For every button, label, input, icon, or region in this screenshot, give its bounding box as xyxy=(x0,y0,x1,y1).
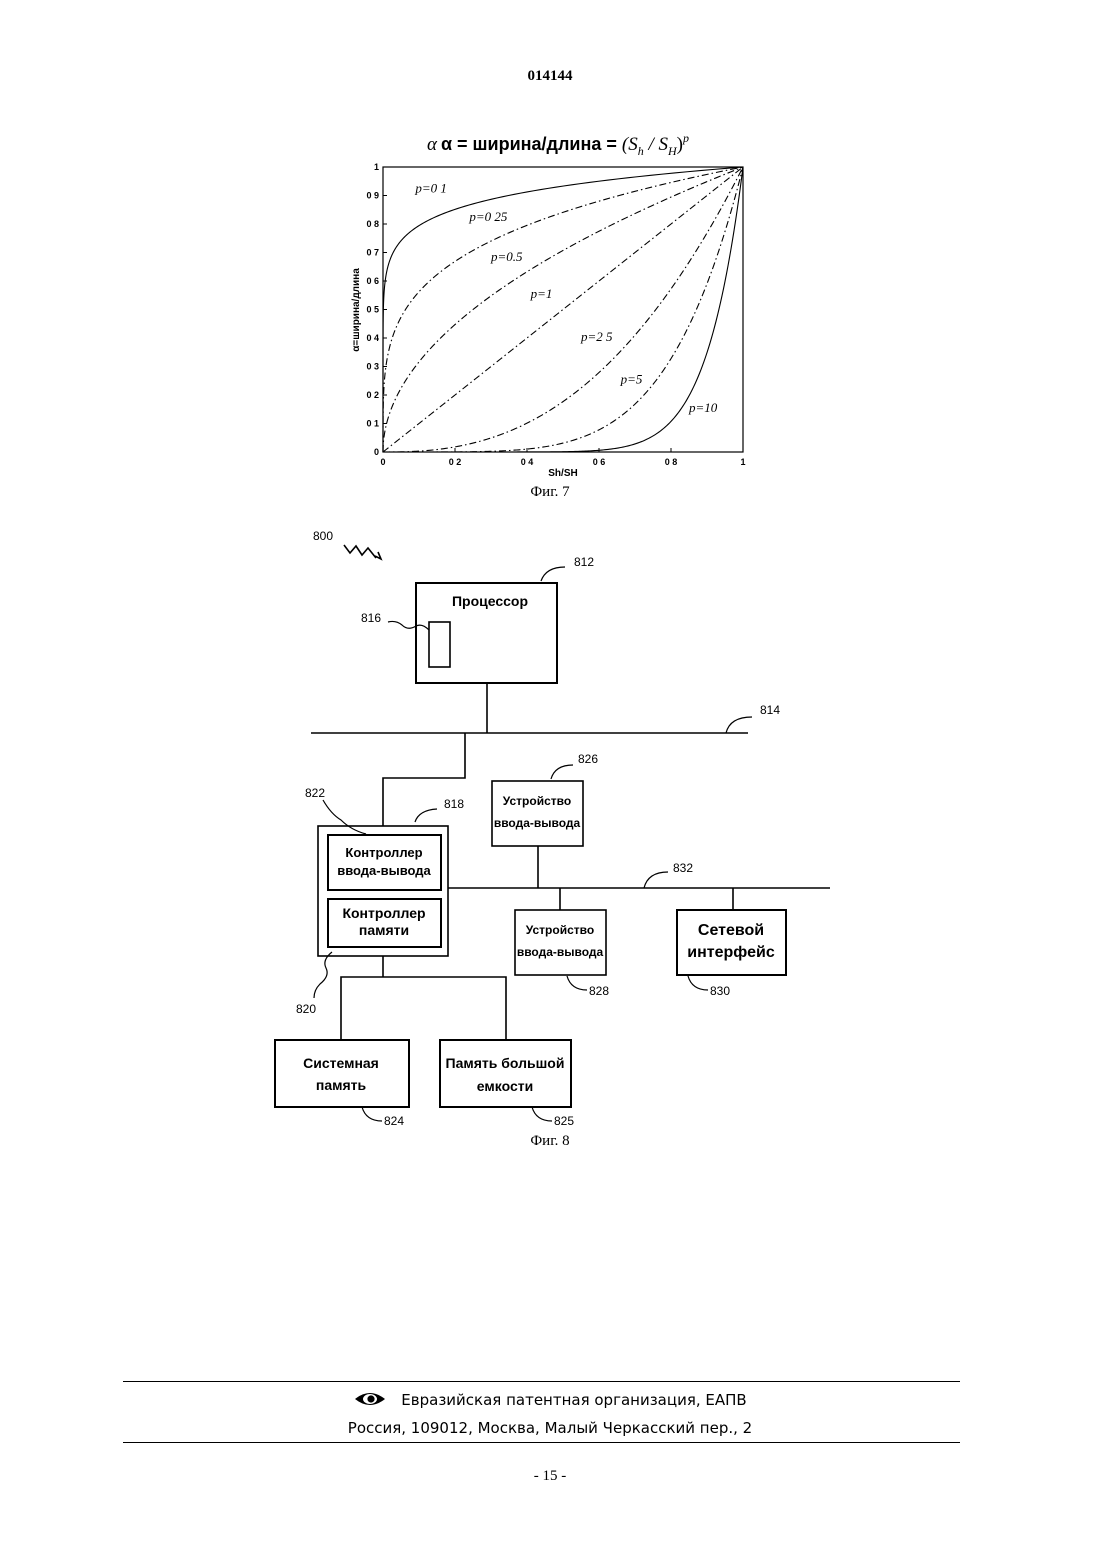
figure-7-caption: Фиг. 7 xyxy=(0,484,1100,501)
io-controller-label-2: ввода-вывода xyxy=(337,863,431,878)
leader-822 xyxy=(323,800,366,834)
y-tick-label: 0 1 xyxy=(366,419,379,429)
curve-label: p=10 xyxy=(688,400,718,415)
y-tick-label: 0 2 xyxy=(366,390,379,400)
memory-split-link xyxy=(341,977,506,1040)
processor-label: Процессор xyxy=(452,593,528,609)
leader-818 xyxy=(415,809,437,822)
figure-8-caption: Фиг. 8 xyxy=(0,1133,1100,1150)
ref-828: 828 xyxy=(589,984,609,998)
io-device-top-label-1: Устройство xyxy=(503,794,571,808)
ref-800-arrow xyxy=(344,545,376,558)
y-tick-label: 0 4 xyxy=(366,333,379,343)
y-tick-label: 0 8 xyxy=(366,219,379,229)
y-tick-label: 0 xyxy=(374,447,379,457)
ref-822: 822 xyxy=(305,786,325,800)
ref-816: 816 xyxy=(361,611,381,625)
ref-814: 814 xyxy=(760,703,780,717)
leader-832 xyxy=(644,872,668,888)
curve-label: p=1 xyxy=(530,286,553,301)
y-tick-label: 0 5 xyxy=(366,305,379,315)
organization-name: Евразийская патентная организация, ЕАПВ xyxy=(401,1391,746,1409)
leader-828 xyxy=(567,976,587,990)
curve-label: p=5 xyxy=(620,372,643,387)
io-controller-label-1: Контроллер xyxy=(345,845,422,860)
ref-818: 818 xyxy=(444,797,464,811)
io-device-bottom-block xyxy=(515,910,606,975)
io-device-bottom-label-1: Устройство xyxy=(526,923,594,937)
system-memory-label-2: память xyxy=(316,1077,367,1093)
network-interface-block xyxy=(677,910,786,975)
y-tick-label: 0 7 xyxy=(366,248,379,258)
leader-825 xyxy=(532,1107,552,1121)
ref-825: 825 xyxy=(554,1114,574,1128)
footer-top-rule xyxy=(123,1381,960,1382)
figure-8-diagram: 800 812 816 814 826 822 818 832 820 828 … xyxy=(0,510,1100,1130)
ref-800: 800 xyxy=(313,529,333,543)
leader-820 xyxy=(314,952,332,998)
ref-824: 824 xyxy=(384,1114,404,1128)
y-tick-label: 1 xyxy=(374,162,379,172)
x-axis-ticks: 0 0 2 0 4 0 6 0 8 1 xyxy=(380,448,745,467)
cache-block xyxy=(429,622,450,667)
curve-labels: p=0 1 p=0 25 p=0.5 p=1 p=2 5 p=5 p=10 xyxy=(414,181,717,415)
y-tick-label: 0 6 xyxy=(366,276,379,286)
ref-832: 832 xyxy=(673,861,693,875)
footer-address: Россия, 109012, Москва, Малый Черкасский… xyxy=(0,1419,1100,1437)
mass-storage-label-1: Память большой xyxy=(446,1055,565,1071)
leader-830 xyxy=(688,976,708,990)
x-tick-label: 0 4 xyxy=(521,457,534,467)
chart-title-prefix: α = ширина/длина = xyxy=(441,134,622,154)
network-interface-label-2: интерфейс xyxy=(687,944,775,961)
document-number: 014144 xyxy=(0,68,1100,85)
y-tick-label: 0 3 xyxy=(366,362,379,372)
network-interface-label-1: Сетевой xyxy=(698,922,764,939)
memory-controller-label-2: памяти xyxy=(359,922,409,938)
ref-820: 820 xyxy=(296,1002,316,1016)
leader-826 xyxy=(551,765,573,779)
x-tick-label: 0 xyxy=(380,457,385,467)
x-tick-label: 0 8 xyxy=(665,457,678,467)
mass-storage-block xyxy=(440,1040,571,1107)
footer-bottom-rule xyxy=(123,1442,960,1443)
io-device-top-label-2: ввода-вывода xyxy=(494,816,581,830)
ref-812: 812 xyxy=(574,555,594,569)
y-axis-label: α=ширина/длина xyxy=(351,268,362,352)
curve-label: p=2 5 xyxy=(580,329,613,344)
mass-storage-label-2: емкости xyxy=(477,1078,533,1094)
x-tick-label: 1 xyxy=(740,457,745,467)
leader-816 xyxy=(388,621,429,630)
footer-organization: Евразийская патентная организация, ЕАПВ xyxy=(0,1389,1100,1409)
io-device-top-block xyxy=(492,781,583,846)
leader-824 xyxy=(362,1107,382,1121)
x-axis-label: Sh/SH xyxy=(548,468,577,479)
y-tick-label: 0 9 xyxy=(366,191,379,201)
x-tick-label: 0 2 xyxy=(449,457,462,467)
leader-812 xyxy=(541,567,565,581)
leader-814 xyxy=(726,717,752,733)
x-tick-label: 0 6 xyxy=(593,457,606,467)
curve-label: p=0 1 xyxy=(414,181,447,196)
system-memory-block xyxy=(275,1040,409,1107)
chart-title: αα = ширина/длина = (Sh / SH)p xyxy=(427,131,689,158)
curve-label: p=0.5 xyxy=(490,249,523,264)
ref-826: 826 xyxy=(578,752,598,766)
system-memory-label-1: Системная xyxy=(303,1055,379,1071)
curve-label: p=0 25 xyxy=(468,209,508,224)
figure-7-chart: αα = ширина/длина = (Sh / SH)p 0 0 2 0 4 0 … xyxy=(330,120,770,485)
ref-830: 830 xyxy=(710,984,730,998)
y-axis-ticks: 0 0 1 0 2 0 3 0 4 0 5 0 6 0 7 0 8 0 9 1 xyxy=(366,162,387,457)
io-device-bottom-label-2: ввода-вывода xyxy=(517,945,604,959)
page-number: - 15 - xyxy=(0,1468,1100,1485)
eapo-eye-logo-icon xyxy=(353,1389,387,1409)
memory-controller-label-1: Контроллер xyxy=(342,905,425,921)
